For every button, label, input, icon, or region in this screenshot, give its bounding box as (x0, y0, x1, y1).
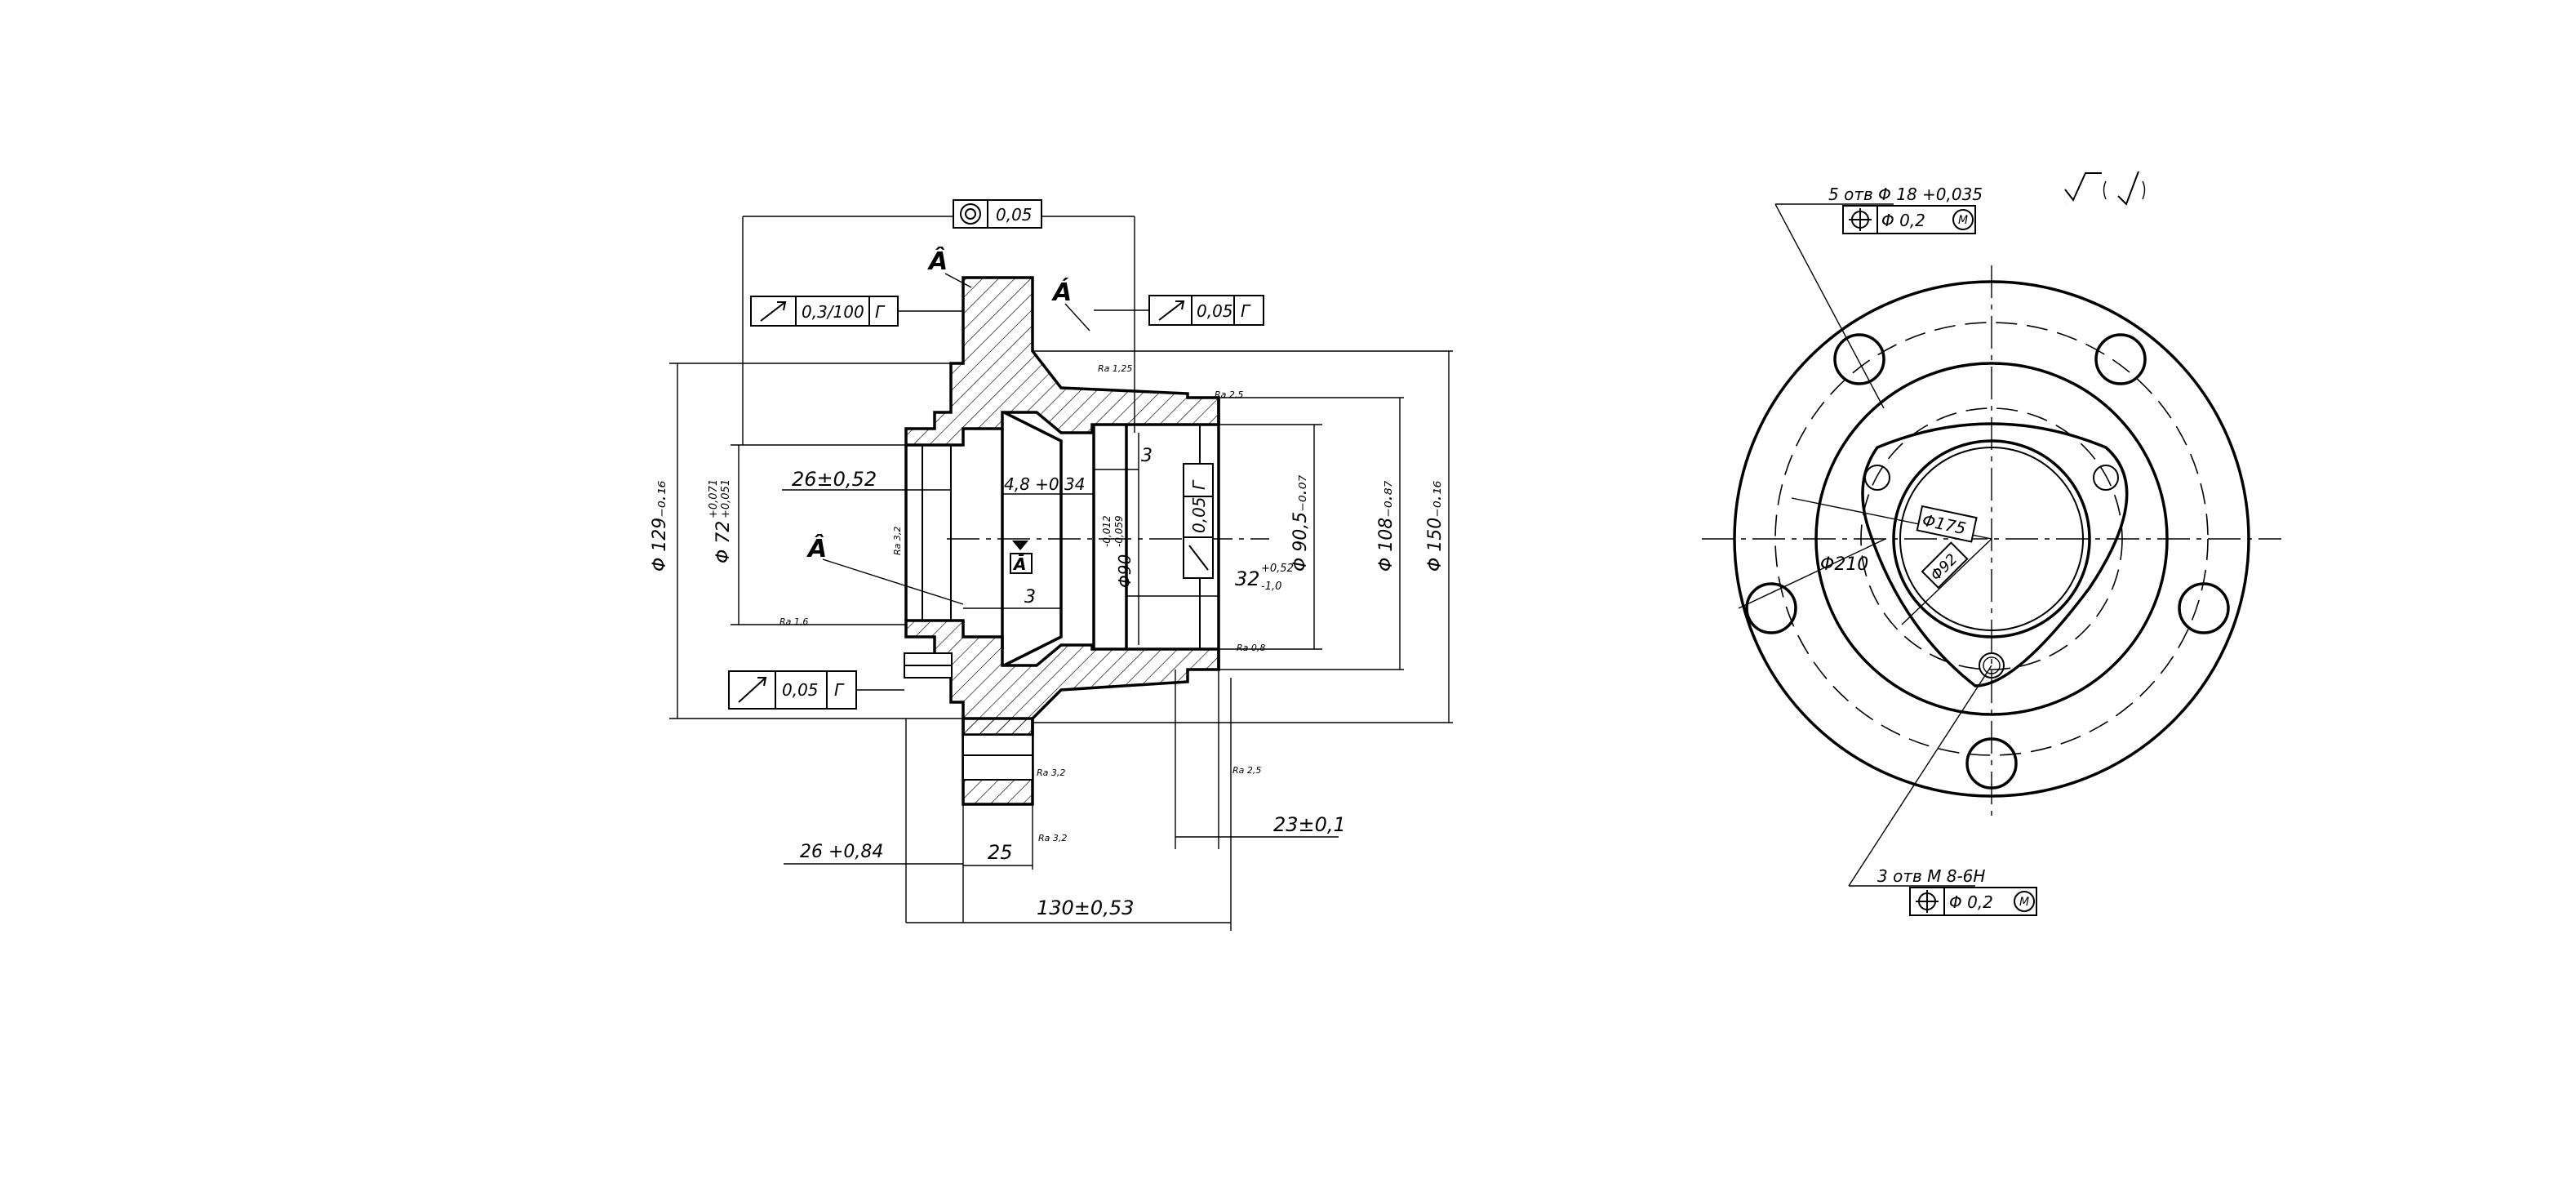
position-frame-threads: Φ 0,2 M (1909, 887, 2037, 916)
dim-d90-tol-lower: -0,059 (1113, 515, 1125, 547)
roughness-3: Ra 0,8 (1237, 643, 1265, 653)
roughness-2: Ra 2,5 (1215, 389, 1243, 400)
dim-len48: 4,8 +0,34 (1004, 474, 1085, 494)
dim-len3-top: 3 (1141, 446, 1153, 466)
holes-note: 5 отв Φ 18 +0,035 (1828, 185, 1983, 204)
runout-tr-datum: Г (1241, 301, 1251, 321)
dim-d905: Φ 90,5₋₀.₀₇ (1290, 474, 1311, 572)
general-roughness: √(√) (2065, 203, 2067, 205)
dim-d72-tol-lower: +0,051 (720, 479, 732, 518)
dim-d210: Φ210 (1820, 554, 1868, 575)
dim-len26-084: 26 +0,84 (800, 842, 883, 862)
datum-letter: Ā (1012, 554, 1026, 574)
dim-len32-tol-upper: +0,52 (1261, 563, 1294, 575)
bolt-hole-5 (1965, 737, 2018, 790)
position-threads-modifier: M (2019, 896, 2029, 909)
dim-len23: 23±0,1 (1273, 813, 1346, 836)
roughness-1: Ra 1,25 (1098, 363, 1132, 374)
concentricity-frame: 0,05 (953, 199, 1042, 229)
section-view: Φ 129₋₀.₁₆ Φ 72 +0,071 +0,051 Φ 150₋₀.₁₆… (650, 199, 1453, 931)
dim-len32-tol-lower: -1,0 (1261, 581, 1281, 593)
flange-hole (962, 734, 1033, 781)
concentricity-value: 0,05 (996, 205, 1033, 225)
bolt-hole-3 (1745, 582, 1797, 634)
dim-len25: 25 (988, 841, 1013, 864)
front-view: Φ175 Φ210 Φ92 5 отв Φ 18 +0,035 Φ 0,2 M … (1702, 171, 2281, 916)
dim-d90: Φ90 (1115, 554, 1135, 588)
dim-d72-tol-upper: +0,071 (708, 479, 720, 518)
roughness-8: Ra 3,2 (892, 527, 903, 555)
runout-tl-value: 0,3/100 (802, 302, 864, 322)
roughness-5: Ra 2,5 (1232, 765, 1261, 776)
bolt-hole-1 (1833, 333, 1885, 385)
general-roughness-mark: √(√) (2064, 171, 2146, 206)
bolt-circle (1774, 322, 2209, 756)
bolt-hole-4 (2178, 582, 2230, 634)
section-upper-hatch (904, 276, 1220, 447)
hub-circle (1814, 362, 2169, 716)
dim-len130: 130±0,53 (1037, 897, 1134, 919)
thread-circle (1860, 407, 2123, 670)
roughness-7: Ra 3,2 (1038, 833, 1067, 843)
bore-inner (1899, 447, 2084, 631)
runout-inner-value: 0,05 (1189, 496, 1209, 533)
view-letter-a: Â (927, 247, 948, 276)
runout-tl-datum: Г (875, 302, 886, 322)
section-letter: Â (806, 534, 827, 563)
bolt-hole-2 (2094, 333, 2147, 385)
dim-len26-052: 26±0,52 (792, 468, 877, 491)
dim-d108: Φ 108₋₀.₈₇ (1376, 480, 1397, 572)
position-holes-value: Φ 0,2 (1881, 211, 1925, 230)
dim-len32: 32 (1235, 567, 1260, 590)
threaded-hole-1 (1864, 465, 1890, 491)
position-threads-value: Φ 0,2 (1949, 892, 1993, 912)
runout-bl-datum: Г (834, 680, 845, 700)
runout-tr-value: 0,05 (1197, 301, 1233, 321)
datum-triangle (1012, 541, 1028, 550)
dim-d150: Φ 150₋₀.₁₆ (1425, 480, 1446, 572)
position-frame-holes: Φ 0,2 M (1842, 205, 1976, 234)
runout-frame-top-left: 0,3/100 Г (750, 296, 963, 327)
threaded-hole-3 (1979, 652, 2005, 679)
dim-len3-mid: 3 (1024, 587, 1036, 607)
triangular-boss (1861, 422, 2129, 687)
dim-d90-tol-upper: -0,012 (1101, 515, 1113, 547)
runout-frame-inner: 0,05 Г (1183, 463, 1214, 579)
runout-frame-bottom-left: 0,05 Г (728, 670, 904, 710)
bore-circle (1892, 439, 2091, 638)
roughness-4: Ra 1,6 (779, 616, 808, 627)
runout-frame-top-right: 0,05 Г (1094, 295, 1264, 326)
runout-inner-datum: Г (1189, 479, 1209, 490)
outer-flange-circle (1733, 280, 2250, 798)
dim-d72: Φ 72 (713, 521, 734, 563)
thread-note: 3 отв М 8-6Н (1877, 866, 1985, 886)
position-holes-modifier: M (1958, 214, 1968, 227)
runout-bl-value: 0,05 (782, 680, 819, 700)
dim-d129: Φ 129₋₀.₁₆ (650, 480, 670, 572)
section-cone (1003, 411, 1063, 667)
view-letter-b: Á (1051, 278, 1072, 307)
threaded-hole-2 (2093, 465, 2119, 491)
roughness-6: Ra 3,2 (1037, 768, 1065, 778)
